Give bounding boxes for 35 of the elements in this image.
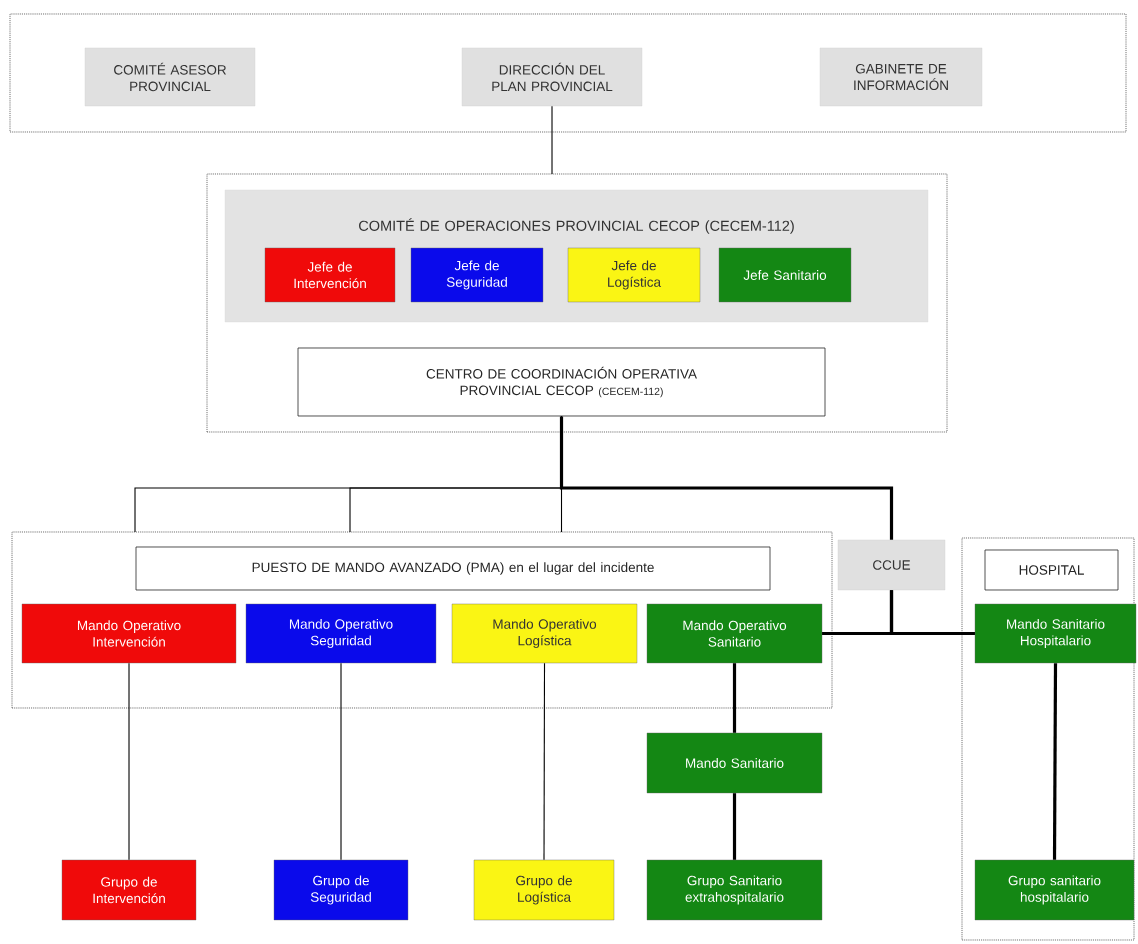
- connector-line: [559, 416, 894, 540]
- connector-line: [732, 663, 737, 733]
- role-box: Jefe de Logística: [567, 247, 701, 303]
- connector-line: [128, 662, 130, 861]
- role-box: Grupo de Intervención: [61, 859, 197, 921]
- connector-line: [543, 662, 546, 861]
- connector-line: [732, 793, 737, 860]
- connector-line: [889, 590, 975, 636]
- role-box: Mando Sanitario: [646, 732, 823, 794]
- dotted-frame: [206, 173, 948, 433]
- dotted-frame: [9, 13, 1127, 133]
- dotted-frame: [11, 531, 833, 709]
- office-box: COMITÉ ASESOR PROVINCIAL: [84, 47, 256, 107]
- role-box: Grupo Sanitario extrahospitalario: [646, 859, 823, 921]
- office-box: DIRECCIÓN DEL PLAN PROVINCIAL: [461, 47, 643, 107]
- dotted-frame: [961, 537, 1135, 941]
- role-box: Grupo sanitario hospitalario: [974, 859, 1135, 921]
- title-box: CENTRO DE COORDINACIÓN OPERATIVA PROVINCIAL CECOP (CECEM-112): [297, 347, 826, 417]
- role-box: Jefe de Intervención: [264, 247, 396, 303]
- role-box: Mando Operativo Intervención: [21, 603, 237, 664]
- role-box: Mando Operativo Sanitario: [646, 603, 823, 664]
- role-box: Mando Operativo Logística: [451, 603, 638, 664]
- role-box: Grupo de Logística: [473, 859, 615, 921]
- office-box: CCUE: [837, 539, 946, 591]
- role-box: Mando Sanitario Hospitalario: [974, 603, 1137, 664]
- role-box: Mando Operativo Seguridad: [245, 603, 437, 664]
- connector-line: [551, 105, 553, 175]
- title-box: PUESTO DE MANDO AVANZADO (PMA) en el lugar del incidente: [135, 546, 771, 591]
- title-box: HOSPITAL: [984, 549, 1119, 591]
- connector-line: [340, 662, 342, 861]
- connector-line: [1052, 663, 1058, 860]
- role-box: Grupo de Seguridad: [273, 859, 409, 921]
- role-box: Jefe Sanitario: [718, 247, 852, 303]
- role-box: Jefe de Seguridad: [410, 247, 544, 303]
- office-box: GABINETE DE INFORMACIÓN: [819, 47, 983, 107]
